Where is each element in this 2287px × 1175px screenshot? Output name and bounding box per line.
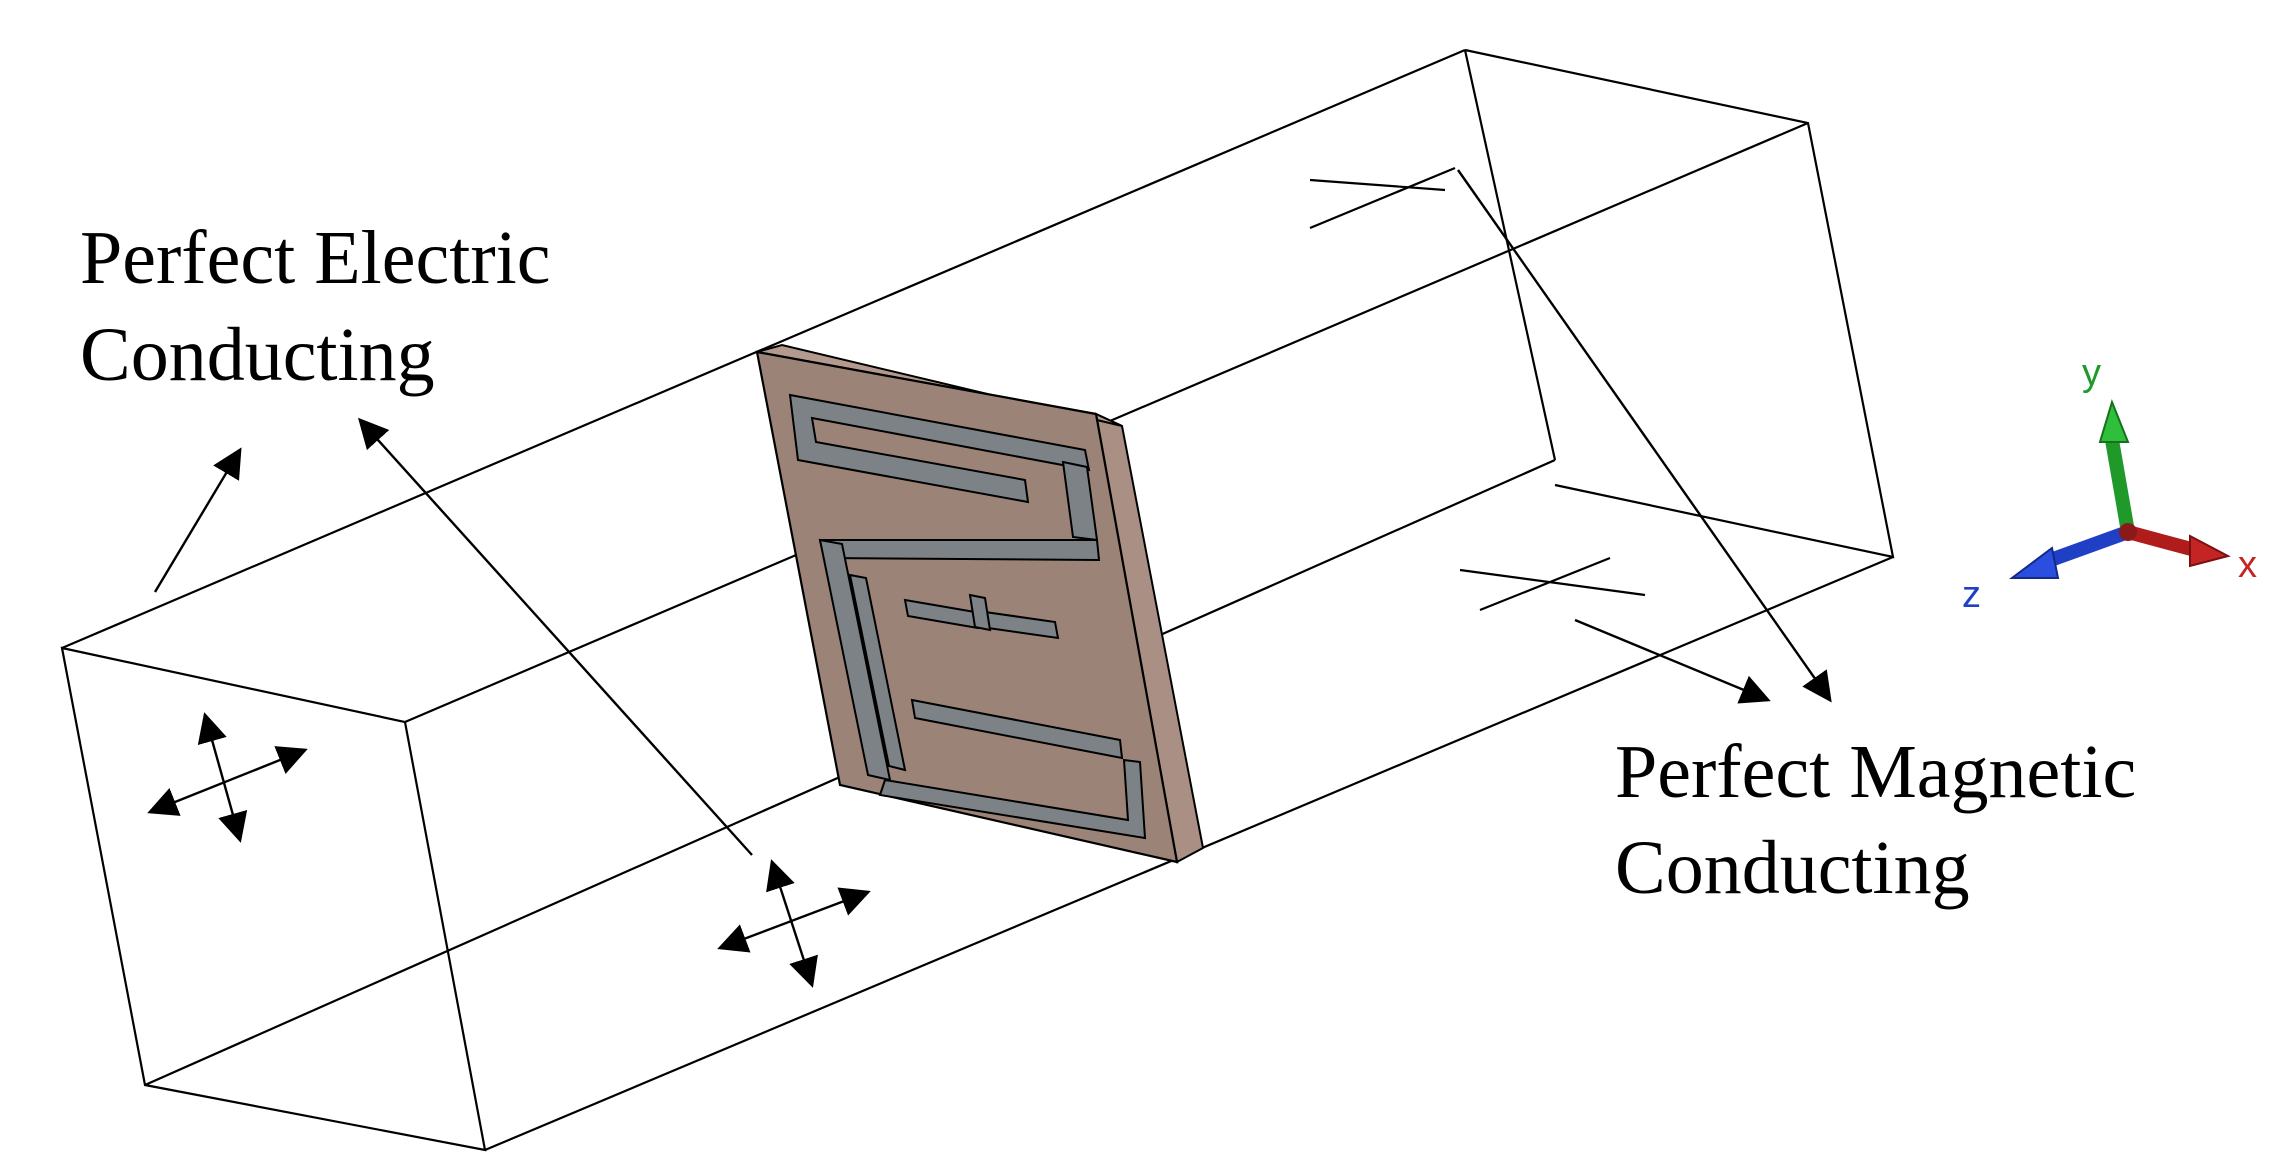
cross-arrow-bottom-horizontal [717, 887, 871, 953]
pmc-label-line1: Perfect Magnetic [1615, 730, 2136, 814]
y-axis-label: y [2082, 352, 2101, 394]
pointer-arrows [153, 169, 1832, 856]
x-axis-label: x [2238, 544, 2257, 586]
resonator-inner-left [848, 573, 907, 772]
pec-label-line1: Perfect Electric [80, 216, 550, 300]
double-headed-cross-arrow-icon [147, 712, 308, 843]
pmc-tick-bottom-a [1479, 556, 1611, 612]
cross-arrow-front-horizontal [147, 746, 308, 816]
resonator-upper-center-bar [818, 539, 1101, 562]
resonator-bottom-inner-arm [910, 698, 1124, 760]
y-axis-shaft [2105, 433, 2135, 539]
resonator-bottom-outer-arm [878, 758, 1147, 840]
pmc-tick-top-b [1309, 178, 1446, 192]
cross-arrow-bottom-vertical [766, 859, 818, 988]
resonator-pattern [788, 393, 1147, 840]
resonator-top-arm [788, 393, 1091, 504]
box-front-face [60, 646, 487, 1152]
cross-arrow-front-vertical [197, 712, 248, 843]
z-axis-shaft [2038, 525, 2135, 569]
double-headed-cross-arrow-icon [717, 859, 871, 988]
z-axis-label: z [1962, 574, 1981, 616]
coordinate-axes-icon: y x z [1962, 352, 2257, 616]
pmc-pointer-arrow-long [1457, 169, 1832, 703]
y-axis-head [2098, 398, 2130, 443]
pmc-pointer-arrow-short [1574, 618, 1771, 704]
z-axis-head [2009, 546, 2060, 579]
pec-label-line2: Conducting [80, 313, 435, 397]
pmc-tick-bottom-b [1459, 568, 1646, 597]
unit-cell-substrate [755, 343, 1205, 864]
x-axis-head [2189, 534, 2231, 568]
pmc-tick-top-a [1309, 166, 1456, 230]
resonator-center-stub [968, 593, 992, 632]
box-back-right-edge [1463, 49, 1557, 461]
pec-pointer-arrow-short [153, 447, 242, 593]
box-top-left-edge [61, 48, 1466, 650]
pmc-markers [1309, 166, 1646, 612]
box-back-face [1464, 48, 1895, 559]
x-axis-shaft [2121, 525, 2202, 557]
pmc-label-line2: Conducting [1615, 826, 1970, 910]
pec-pointer-arrow-long [357, 417, 753, 856]
axes-origin [2119, 523, 2137, 541]
